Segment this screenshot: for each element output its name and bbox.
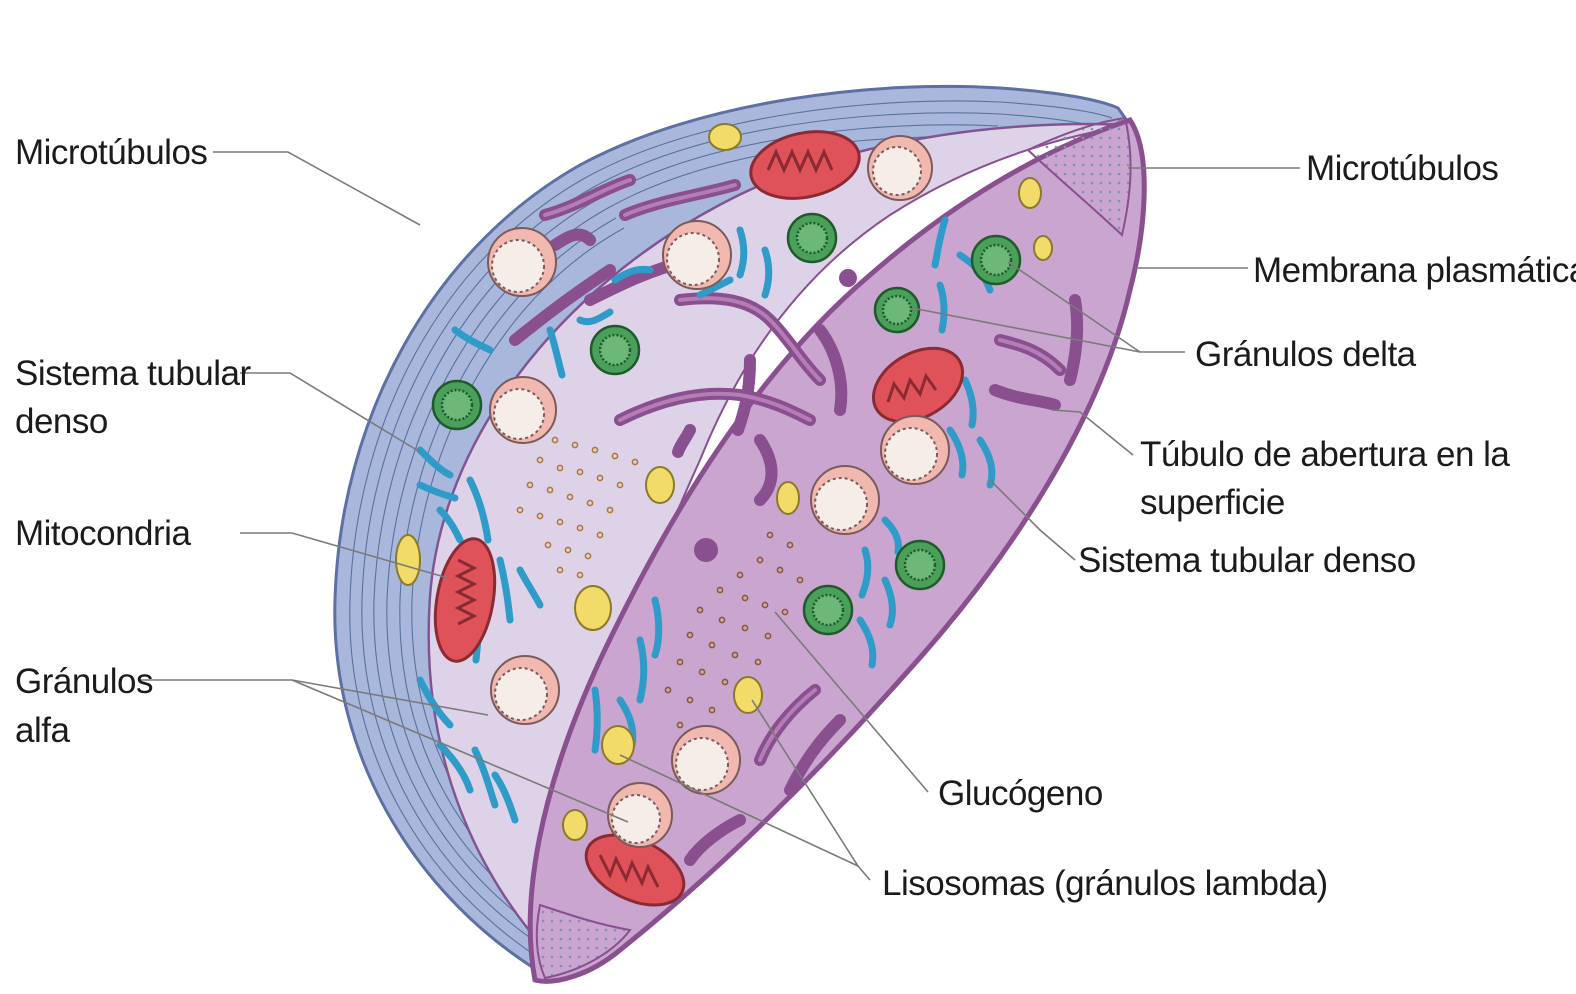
label-microtubulos-left: Microtúbulos [15,133,207,172]
label-lisosomas: Lisosomas (gránulos lambda) [882,864,1328,903]
label-tubulo-abertura-2: superficie [1140,483,1285,522]
label-granulos-alfa-2: alfa [15,711,70,750]
label-microtubulos-right: Microtúbulos [1306,149,1498,188]
label-mitocondria: Mitocondria [15,514,191,553]
label-granulos-delta: Gránulos delta [1195,335,1417,374]
label-tubulo-abertura: Túbulo de abertura en la [1140,435,1510,474]
label-granulos-alfa: Gránulos [15,662,153,701]
label-sistema-tubular-left-2: denso [15,402,108,441]
label-sistema-tubular-left: Sistema tubular [15,354,252,393]
label-glucogeno: Glucógeno [938,774,1103,813]
label-membrana-plasmatica: Membrana plasmática [1253,251,1576,290]
label-sistema-tubular-right: Sistema tubular denso [1078,541,1416,580]
